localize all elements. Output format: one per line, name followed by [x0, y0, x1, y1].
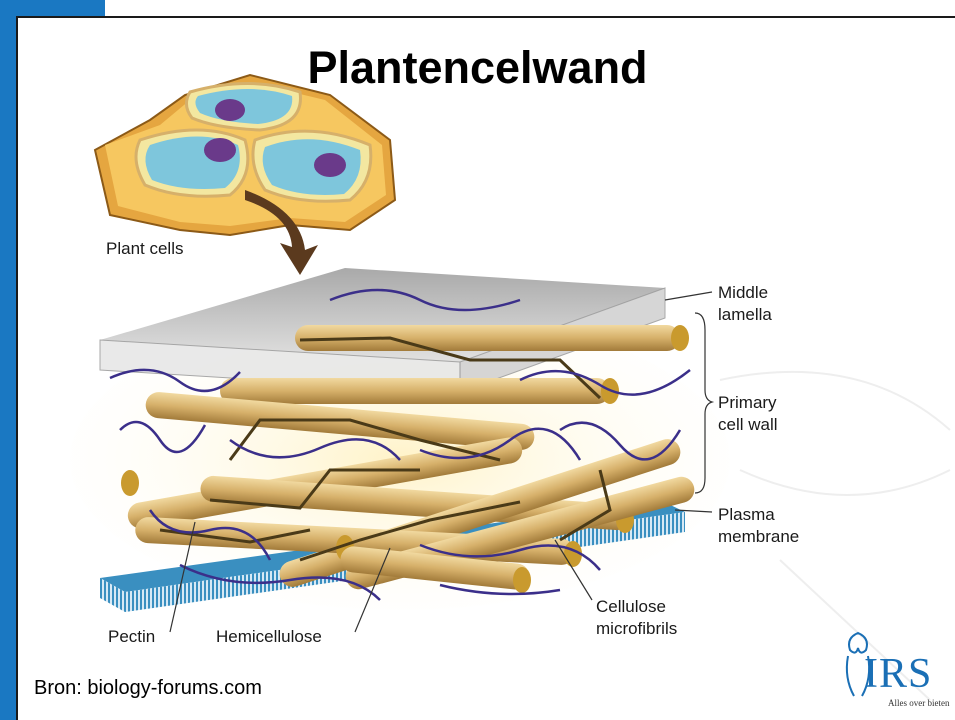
label-pectin: Pectin [108, 626, 155, 648]
label-plasma-membrane-line1: Plasma [718, 504, 775, 526]
label-plant-cells: Plant cells [106, 238, 183, 260]
logo-wordmark: IRS [864, 650, 932, 698]
source-credit: Bron: biology-forums.com [34, 677, 262, 700]
label-plasma-membrane-line2: membrane [718, 526, 799, 548]
label-middle-lamella-line1: Middle [718, 282, 768, 304]
label-primary-cell-wall-line1: Primary [718, 392, 777, 414]
plant-cells-illustration [95, 75, 395, 235]
label-hemicellulose: Hemicellulose [216, 626, 322, 648]
label-cellulose-line2: microfibrils [596, 618, 677, 640]
logo-tagline: Alles over bieten [888, 698, 949, 708]
label-middle-lamella-line2: lamella [718, 304, 772, 326]
label-cellulose-line1: Cellulose [596, 596, 666, 618]
label-primary-cell-wall-line2: cell wall [718, 414, 778, 436]
slide-title: Plantencelwand [0, 42, 955, 94]
